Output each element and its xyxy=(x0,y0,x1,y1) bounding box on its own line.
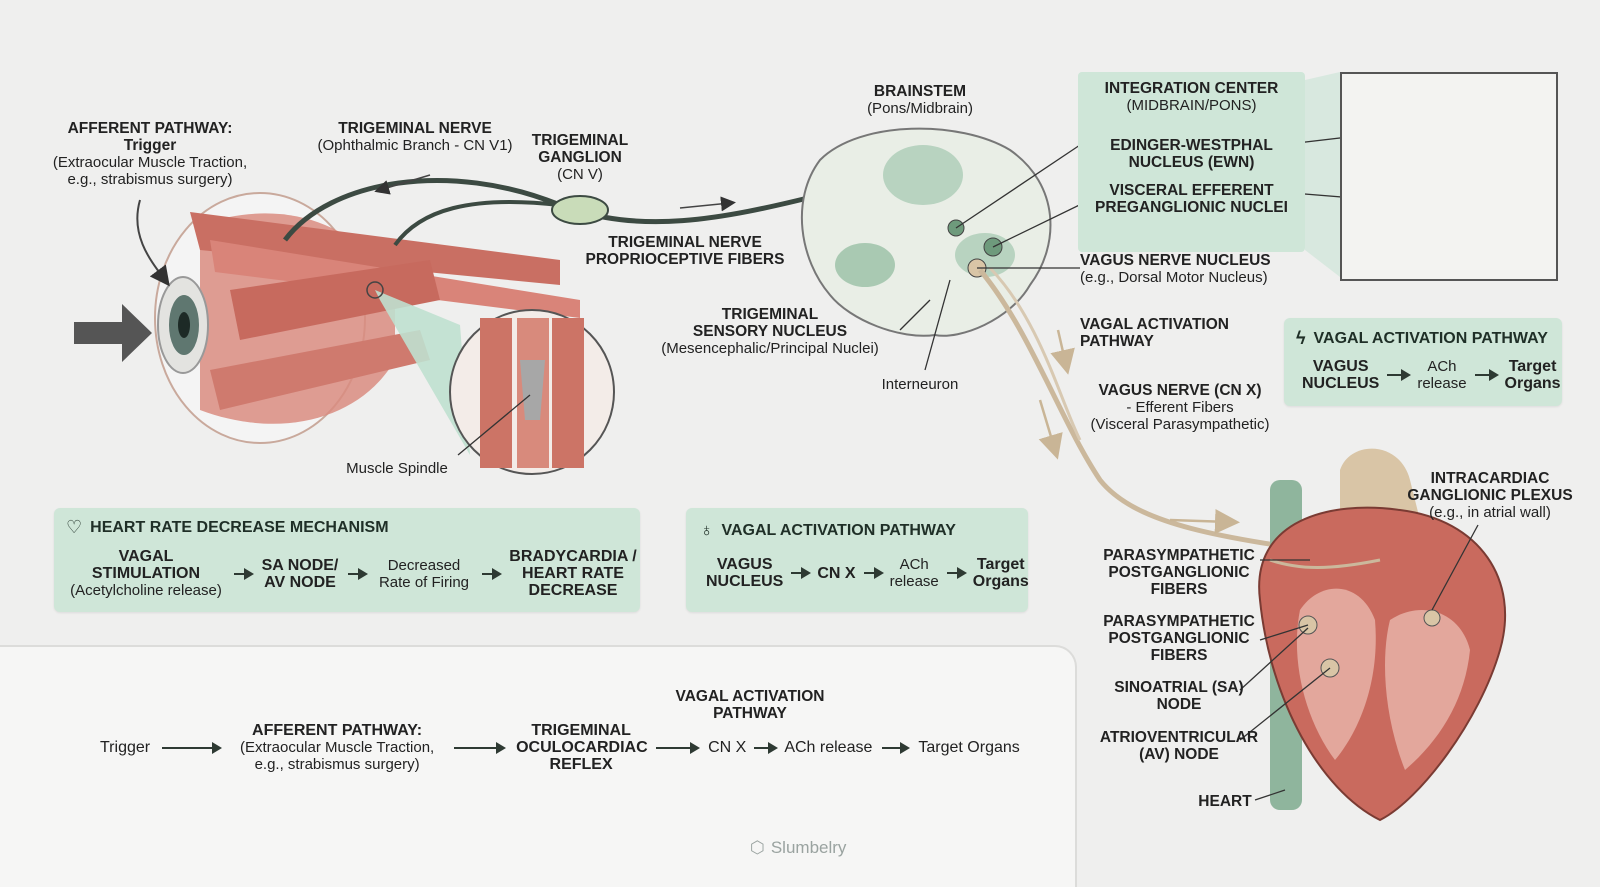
flow-arrow-icon xyxy=(882,741,911,754)
logo-icon: ⬡ xyxy=(750,838,765,857)
heart-pulse-icon: ♡ xyxy=(66,517,83,537)
bottom-summary-flow: Trigger AFFERENT PATHWAY:(Extraocular Mu… xyxy=(100,722,1020,773)
input-arrow-icon xyxy=(74,304,152,362)
vagus-nerve-label: VAGUS NERVE (CN X)- Efferent Fibers(Visc… xyxy=(1090,382,1270,433)
watermark: ⬡ Slumbelry xyxy=(750,838,847,857)
trigeminal-nerve-label: TRIGEMINAL NERVE(Ophthalmic Branch - CN … xyxy=(317,120,513,154)
heart-rate-panel xyxy=(54,508,640,612)
flow-arrow-icon xyxy=(348,567,368,580)
inset-brainstem-box xyxy=(1340,72,1558,281)
summary-flow-box xyxy=(0,645,1077,887)
flow-arrow-icon xyxy=(656,741,701,754)
lightning-icon: ϟ xyxy=(1296,328,1306,348)
av-node-label: ATRIOVENTRICULAR(AV) NODE xyxy=(1099,729,1259,763)
heart-illustration xyxy=(1258,448,1507,822)
vagus-nucleus-label: VAGUS NERVE NUCLEUS(e.g., Dorsal Motor N… xyxy=(1080,252,1271,286)
flow-arrow-icon xyxy=(1387,369,1412,381)
mid-vagal-panel-title: ♁ VAGAL ACTIVATION PATHWAY xyxy=(700,520,956,540)
flow-arrow-icon xyxy=(482,567,502,580)
sa-node-label: SINOATRIAL (SA)NODE xyxy=(1114,679,1244,713)
integration-center-panel xyxy=(1078,72,1305,252)
flow-arrow-icon xyxy=(791,567,812,579)
flow-arrow-icon xyxy=(754,741,779,754)
muscle-spindle-zoom xyxy=(449,309,615,475)
stomach-icon: ♁ xyxy=(700,520,714,540)
flow-arrow-icon xyxy=(234,567,254,580)
muscle-spindle-label: Muscle Spindle xyxy=(346,460,448,477)
eye-illustration xyxy=(154,192,580,444)
right-vagal-panel-title: ϟ VAGAL ACTIVATION PATHWAY xyxy=(1296,328,1548,348)
heart-label: HEART xyxy=(1198,793,1252,810)
flow-arrow-icon xyxy=(1474,369,1499,381)
flow-arrow-icon xyxy=(162,741,223,754)
afferent-pathway-label: AFFERENT PATHWAY:Trigger (Extraocular Mu… xyxy=(52,120,248,188)
brainstem-label: BRAINSTEM(Pons/Midbrain) xyxy=(867,83,973,117)
flow-arrow-icon xyxy=(946,567,967,579)
mid-vagal-panel xyxy=(686,508,1028,612)
integration-center-label: INTEGRATION CENTER(MIDBRAIN/PONS) xyxy=(1104,80,1279,114)
heart-rate-panel-title: ♡ HEART RATE DECREASE MECHANISM xyxy=(66,517,389,537)
flow-arrow-icon xyxy=(863,567,884,579)
interneuron-label: Interneuron xyxy=(881,376,959,393)
right-vagal-panel xyxy=(1284,318,1562,406)
ganglion-icon xyxy=(551,195,609,225)
flow-arrow-icon xyxy=(454,741,507,754)
